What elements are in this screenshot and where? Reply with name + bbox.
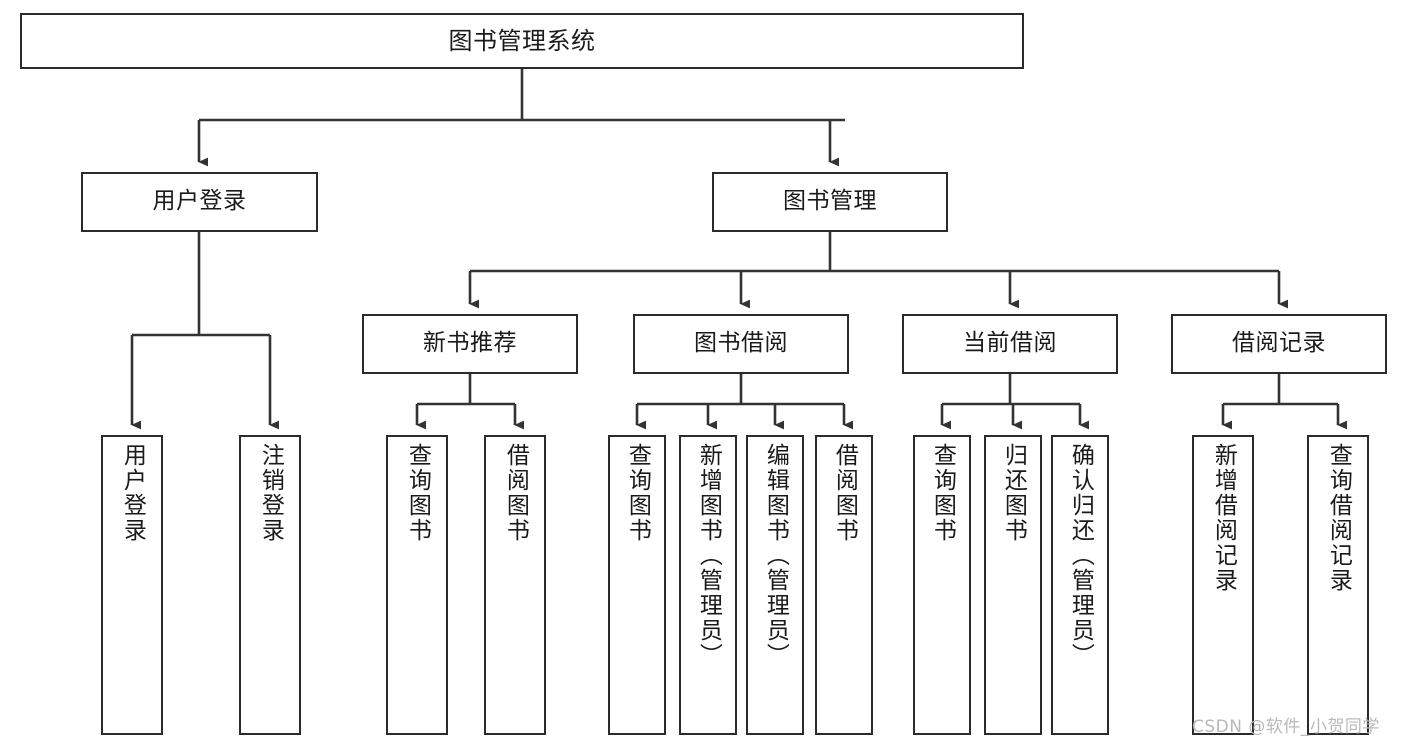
node-leaf-user-logout[interactable]: 注销登录: [239, 435, 301, 735]
node-current-borrow-label: 当前借阅: [963, 330, 1057, 357]
node-new-book-recommend[interactable]: 新书推荐: [362, 314, 578, 374]
node-leaf-query-book-current-label: 查询图书: [929, 443, 956, 543]
node-leaf-user-logout-label: 注销登录: [257, 443, 284, 543]
node-leaf-edit-book-admin[interactable]: 编辑图书（管理员）: [746, 435, 804, 735]
node-user-login[interactable]: 用户登录: [81, 172, 318, 232]
node-book-manage-label: 图书管理: [783, 188, 877, 215]
node-leaf-query-borrow-record[interactable]: 查询借阅记录: [1307, 435, 1369, 735]
node-leaf-confirm-return-admin[interactable]: 确认归还（管理员）: [1051, 435, 1109, 735]
node-borrow-record-label: 借阅记录: [1232, 330, 1326, 357]
node-leaf-add-borrow-record-label: 新增借阅记录: [1210, 443, 1237, 593]
node-leaf-user-login-label: 用户登录: [119, 443, 146, 543]
node-leaf-return-book-label: 归还图书: [1000, 443, 1027, 543]
node-leaf-query-book-borrow-label: 查询图书: [624, 443, 651, 543]
node-leaf-query-book-current[interactable]: 查询图书: [913, 435, 971, 735]
node-leaf-return-book[interactable]: 归还图书: [984, 435, 1042, 735]
node-book-borrow[interactable]: 图书借阅: [633, 314, 849, 374]
node-leaf-add-book-admin[interactable]: 新增图书（管理员）: [679, 435, 737, 735]
node-book-borrow-label: 图书借阅: [694, 330, 788, 357]
node-leaf-borrow-book-recommend-label: 借阅图书: [502, 443, 529, 543]
node-root-label: 图书管理系统: [448, 26, 596, 55]
node-leaf-add-borrow-record[interactable]: 新增借阅记录: [1192, 435, 1254, 735]
node-leaf-borrow-book[interactable]: 借阅图书: [815, 435, 873, 735]
node-new-book-recommend-label: 新书推荐: [423, 330, 517, 357]
node-user-login-label: 用户登录: [152, 188, 247, 215]
node-leaf-confirm-return-admin-label: 确认归还（管理员）: [1067, 443, 1094, 668]
node-leaf-query-book-recommend[interactable]: 查询图书: [386, 435, 448, 735]
node-leaf-add-book-admin-label: 新增图书（管理员）: [695, 443, 722, 668]
csdn-watermark: CSDN @软件_小贺同学: [1192, 717, 1380, 737]
node-leaf-query-book-recommend-label: 查询图书: [404, 443, 431, 543]
node-leaf-borrow-book-recommend[interactable]: 借阅图书: [484, 435, 546, 735]
node-leaf-edit-book-admin-label: 编辑图书（管理员）: [762, 443, 789, 668]
node-leaf-query-book-borrow[interactable]: 查询图书: [608, 435, 666, 735]
node-root[interactable]: 图书管理系统: [20, 13, 1024, 69]
node-current-borrow[interactable]: 当前借阅: [902, 314, 1118, 374]
node-leaf-query-borrow-record-label: 查询借阅记录: [1325, 443, 1352, 593]
node-leaf-user-login[interactable]: 用户登录: [101, 435, 163, 735]
node-book-manage[interactable]: 图书管理: [712, 172, 948, 232]
node-leaf-borrow-book-label: 借阅图书: [831, 443, 858, 543]
node-borrow-record[interactable]: 借阅记录: [1171, 314, 1387, 374]
